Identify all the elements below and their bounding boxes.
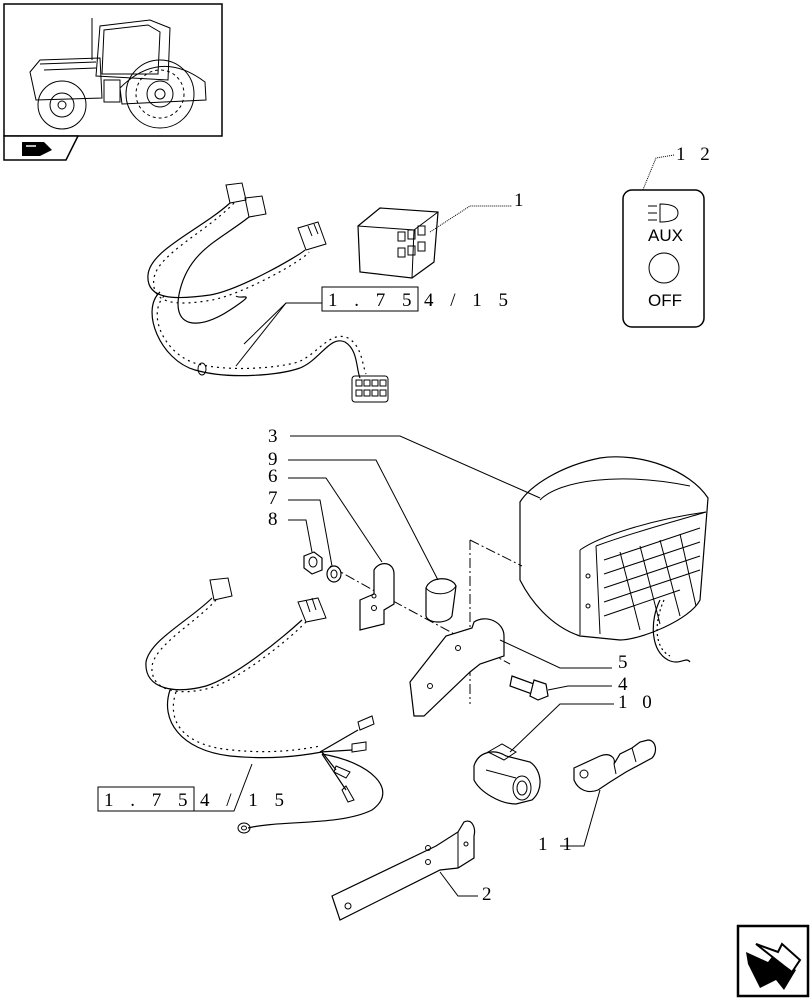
callout-5: 5 — [618, 652, 633, 673]
reference-top-boxed: 1 . 7 5 . — [328, 290, 439, 311]
part-1-connector-block[interactable] — [357, 207, 439, 279]
part-9-sleeve[interactable] — [425, 578, 457, 623]
top-wiring-harness[interactable] — [147, 182, 389, 403]
part-12-aux-switch[interactable]: AUX OFF — [622, 189, 705, 328]
callout-4: 4 — [618, 674, 633, 695]
reference-top-rest: 4 / 1 5 — [424, 290, 514, 311]
part-8-nut[interactable] — [303, 551, 323, 575]
part-6-clamp[interactable] — [359, 563, 395, 631]
reference-bottom[interactable]: 1 . 7 5 . 4 / 1 5 — [97, 786, 290, 812]
callout-12: 1 2 — [676, 144, 715, 165]
part-2-long-bracket[interactable] — [331, 820, 476, 921]
reference-top[interactable]: 1 . 7 5 . 4 / 1 5 — [321, 286, 514, 312]
callout-6: 6 — [268, 466, 283, 487]
callout-7: 7 — [268, 488, 283, 509]
bottom-wiring-harness[interactable] — [145, 577, 384, 834]
callout-10: 1 0 — [618, 692, 657, 713]
callout-11: 1 1 — [538, 834, 577, 855]
book-icon[interactable] — [3, 135, 80, 161]
reference-bottom-rest: 4 / 1 5 — [200, 790, 290, 811]
rear-wheel-icon — [125, 59, 195, 129]
callout-8: 8 — [268, 509, 283, 530]
switch-label-aux: AUX — [648, 226, 683, 245]
switch-button[interactable] — [648, 252, 680, 284]
front-wheel-icon — [37, 80, 87, 130]
part-3-work-lamp[interactable] — [519, 456, 709, 663]
headlight-icon — [648, 203, 679, 223]
part-11-spade-terminal[interactable] — [573, 739, 657, 793]
callout-2: 2 — [482, 884, 497, 905]
next-page-arrow-icon[interactable] — [736, 924, 810, 998]
switch-label-off: OFF — [648, 291, 682, 310]
callout-9: 9 — [268, 449, 283, 470]
part-10-terminal-housing[interactable] — [473, 743, 541, 805]
reference-bottom-boxed: 1 . 7 5 . — [104, 790, 215, 811]
tractor-thumbnail[interactable] — [3, 3, 223, 137]
part-4-bolt[interactable] — [509, 675, 549, 701]
callout-1: 1 — [514, 190, 529, 211]
part-7-washer[interactable] — [326, 565, 342, 583]
part-5-bracket[interactable] — [409, 618, 505, 717]
callout-3: 3 — [268, 426, 283, 447]
